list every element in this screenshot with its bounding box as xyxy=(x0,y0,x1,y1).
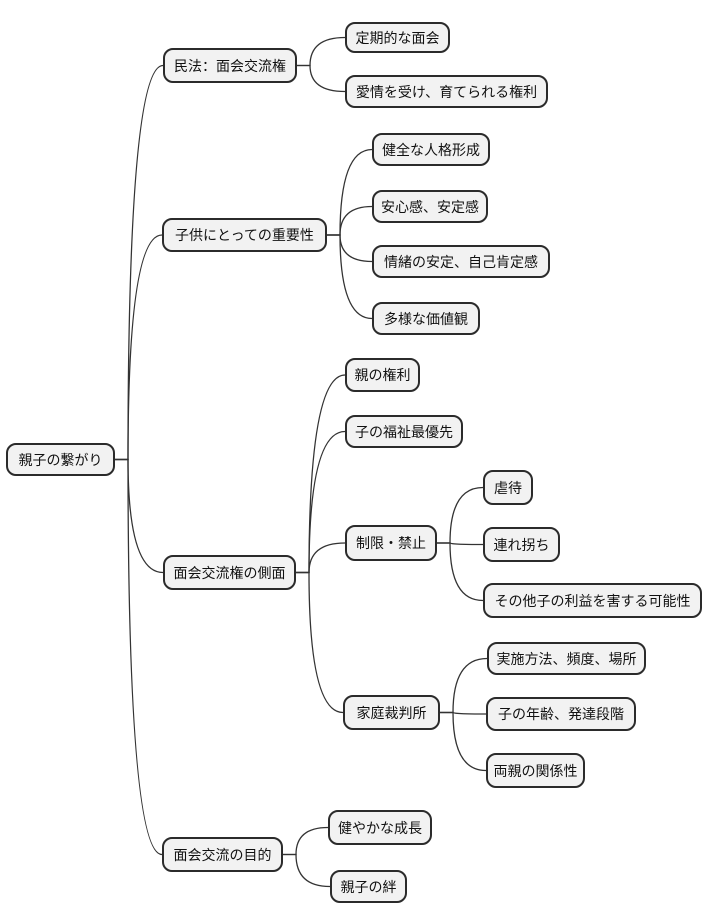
mindmap-node-label: 民法：面会交流権 xyxy=(174,57,286,74)
mindmap-node-label: 実施方法、頻度、場所 xyxy=(496,650,637,667)
mindmap-node-label: 家庭裁判所 xyxy=(356,704,427,721)
mindmap-node: 健全な人格形成 xyxy=(372,133,490,166)
mindmap-node: 子の年齢、発達段階 xyxy=(486,697,636,731)
mindmap-node-label: 虐待 xyxy=(494,479,522,496)
mindmap-node-label: 健やかな成長 xyxy=(338,819,422,836)
mindmap-node-label: 親の権利 xyxy=(354,367,411,383)
mindmap-node: 親子の絆 xyxy=(330,870,407,903)
mindmap-node: 子供にとっての重要性 xyxy=(162,218,327,252)
mindmap-edge xyxy=(440,657,488,714)
mindmap-node: 両親の関係性 xyxy=(486,753,585,788)
mindmap-node-label: 定期的な面会 xyxy=(355,29,440,46)
mindmap-node: 面会交流権の側面 xyxy=(163,555,296,590)
mindmap-edge xyxy=(327,234,373,263)
mindmap-edge xyxy=(440,711,487,772)
mindmap-node-label: 情緒の安定、自己肯定感 xyxy=(384,253,538,270)
mindmap-edge xyxy=(115,458,164,574)
mindmap-node: 安心感、安定感 xyxy=(372,190,488,223)
mindmap-node: 健やかな成長 xyxy=(328,810,432,845)
mindmap-edge xyxy=(297,64,346,93)
mindmap-node-label: 親子の絆 xyxy=(340,878,397,895)
mindmap-node: 実施方法、頻度、場所 xyxy=(487,642,646,675)
mindmap-edge xyxy=(296,430,346,574)
mindmap-node-label: 安心感、安定感 xyxy=(381,198,479,215)
mindmap-edge xyxy=(437,542,484,602)
mindmap-node-label: その他子の利益を害する可能性 xyxy=(494,592,691,609)
mindmap-edge xyxy=(296,542,346,574)
mindmap-node-label: 子の福祉最優先 xyxy=(355,423,453,440)
mindmap-node-label: 制限・禁止 xyxy=(356,535,426,551)
mindmap-edge xyxy=(327,234,373,320)
mindmap-node-label: 面会交流の目的 xyxy=(173,846,272,863)
mindmap-edge xyxy=(115,64,164,461)
mindmap-node-label: 両親の関係性 xyxy=(493,762,578,779)
mindmap-node: 情緒の安定、自己肯定感 xyxy=(372,245,550,278)
mindmap-node: 親の権利 xyxy=(345,358,420,392)
mindmap-node: 制限・禁止 xyxy=(345,525,437,561)
mindmap-edge xyxy=(327,148,373,236)
mindmap-edge xyxy=(115,458,163,856)
mindmap-node-label: 愛情を受け、育てられる権利 xyxy=(355,83,538,100)
mindmap-node-label: 親子の繋がり xyxy=(18,451,103,468)
mindmap-node: 子の福祉最優先 xyxy=(345,415,463,448)
mindmap-node: 定期的な面会 xyxy=(345,22,450,53)
mindmap-edge xyxy=(297,36,346,67)
mindmap-edge xyxy=(283,826,329,856)
mindmap-edge xyxy=(327,205,373,236)
mindmap-node-label: 健全な人格形成 xyxy=(382,141,480,158)
mindmap-node-label: 子供にとっての重要性 xyxy=(175,227,314,243)
mindmap-edge xyxy=(437,486,484,544)
mindmap-node: 多様な価値観 xyxy=(372,302,480,335)
mindmap-edge xyxy=(296,571,344,714)
mindmap-node: 親子の繋がり xyxy=(6,443,115,476)
mindmap-node: 面会交流の目的 xyxy=(162,837,283,872)
mindmap-node: 家庭裁判所 xyxy=(343,695,440,730)
mindmap-node-label: 多様な価値観 xyxy=(384,310,468,327)
mindmap-edge xyxy=(283,853,331,888)
mindmap-node-label: 面会交流権の側面 xyxy=(173,564,286,581)
mindmap-node: 虐待 xyxy=(483,470,533,505)
mindmap-node-label: 連れ拐ち xyxy=(493,536,550,553)
mindmap-node: 民法：面会交流権 xyxy=(163,48,297,83)
mindmap-edge xyxy=(115,234,163,461)
mindmap-node: 連れ拐ち xyxy=(483,527,560,562)
mindmap-node: 愛情を受け、育てられる権利 xyxy=(345,75,548,108)
mindmap-node: その他子の利益を害する可能性 xyxy=(483,583,702,618)
mindmap-node-label: 子の年齢、発達段階 xyxy=(498,706,624,722)
